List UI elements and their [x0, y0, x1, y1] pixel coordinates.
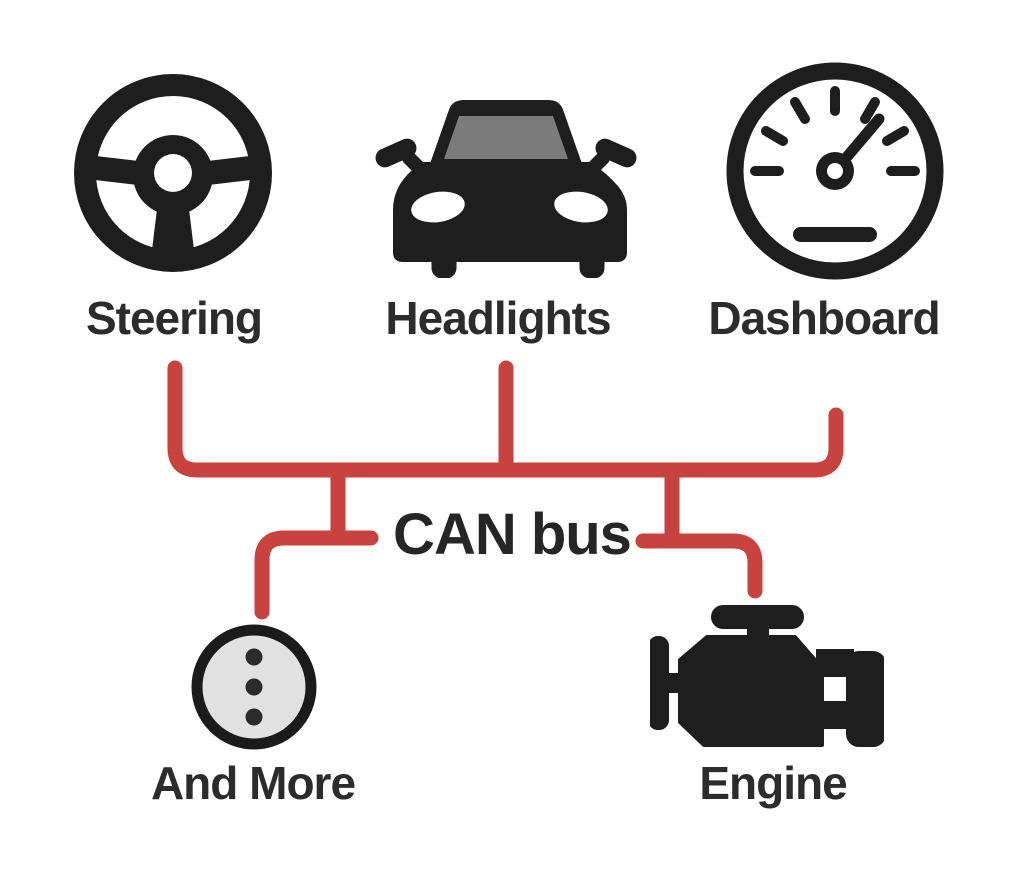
- node-steering-label: Steering: [85, 292, 263, 344]
- car-front-icon: [375, 100, 637, 278]
- node-headlights: [375, 100, 637, 278]
- node-andmore-label: And More: [150, 757, 356, 809]
- node-headlights-label: Headlights: [385, 292, 611, 344]
- bus-title: CAN bus: [393, 502, 632, 567]
- steering-wheel-icon: [74, 74, 272, 272]
- node-steering: [73, 73, 273, 273]
- bus-engine-jog: [635, 533, 763, 599]
- node-engine: [650, 605, 884, 751]
- node-dashboard-label: Dashboard: [708, 292, 940, 344]
- bus-andmore-jog: [254, 530, 379, 620]
- node-engine-label: Engine: [699, 757, 847, 809]
- ellipsis-circle-icon: [191, 624, 317, 750]
- node-dashboard: [725, 61, 945, 281]
- engine-icon: [650, 605, 884, 747]
- speedometer-icon: [726, 62, 944, 280]
- node-andmore: [189, 622, 319, 752]
